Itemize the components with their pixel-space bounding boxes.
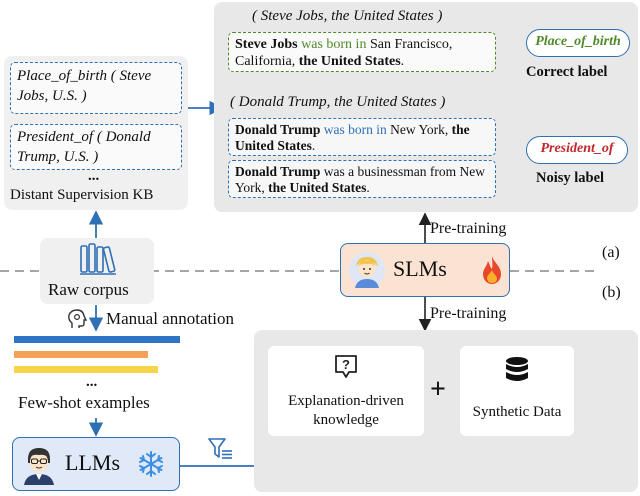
pretraining-label-b: Pre-training <box>430 305 507 322</box>
marker-a: (a) <box>602 244 620 261</box>
example-a-sentence: Steve Jobs was born in San Francisco, Ca… <box>228 32 496 72</box>
database-icon <box>506 357 528 381</box>
explanation-card: ? Explanation-driven knowledge <box>268 346 424 436</box>
manual-annotation-label: Manual annotation <box>106 309 234 328</box>
slms-box: SLMs <box>340 243 510 297</box>
fire-icon <box>483 256 501 284</box>
raw-corpus-label: Raw corpus <box>48 280 129 299</box>
plus-sign: + <box>430 374 446 405</box>
few-shot-bar-blue <box>14 336 180 343</box>
raw-corpus-box: Raw corpus <box>40 238 154 304</box>
correct-label-caption: Correct label <box>526 64 608 80</box>
few-shot-bar-yellow <box>14 366 158 373</box>
kb-ellipsis: ... <box>88 168 100 184</box>
kb-caption: Distant Supervision KB <box>10 187 154 203</box>
synthetic-data-label: Synthetic Data <box>472 404 562 420</box>
few-shot-ellipsis: ... <box>86 374 98 390</box>
example-b-sentence-2: Donald Trump was a businessman from New … <box>228 160 496 198</box>
explanation-label: Explanation-driven knowledge <box>288 393 404 428</box>
few-shot-bars <box>14 336 182 376</box>
pretraining-label-a: Pre-training <box>430 220 507 237</box>
synthetic-data-card: Synthetic Data <box>460 346 574 436</box>
noisy-label-caption: Noisy label <box>536 170 605 186</box>
head-gear-icon <box>68 309 88 328</box>
books-icon <box>80 243 116 275</box>
teacher-avatar-icon <box>24 448 54 485</box>
few-shot-bar-orange <box>14 351 148 358</box>
example-b-sentence-1: Donald Trump was born in New York, the U… <box>228 118 496 156</box>
slms-label: SLMs <box>393 256 447 281</box>
correct-label-pill: Place_of_birth <box>526 29 630 57</box>
kb-fact-president-of: President_of ( Donald Trump, U.S. ) <box>10 124 182 170</box>
student-avatar-icon <box>349 252 385 288</box>
kb-fact-place-of-birth: Place_of_birth ( Steve Jobs, U.S. ) <box>10 62 182 114</box>
noisy-label-pill: President_of <box>526 136 628 164</box>
filter-icon <box>208 438 232 459</box>
llms-label: LLMs <box>65 450 120 475</box>
example-b-header: ( Donald Trump, the United States ) <box>230 94 446 110</box>
question-bubble-icon: ? <box>335 355 357 378</box>
marker-b: (b) <box>602 284 621 301</box>
few-shot-caption: Few-shot examples <box>18 393 150 412</box>
snowflake-icon <box>139 451 163 477</box>
llms-box: LLMs <box>12 437 180 491</box>
example-a-header: ( Steve Jobs, the United States ) <box>252 8 443 24</box>
svg-text:?: ? <box>342 357 350 372</box>
